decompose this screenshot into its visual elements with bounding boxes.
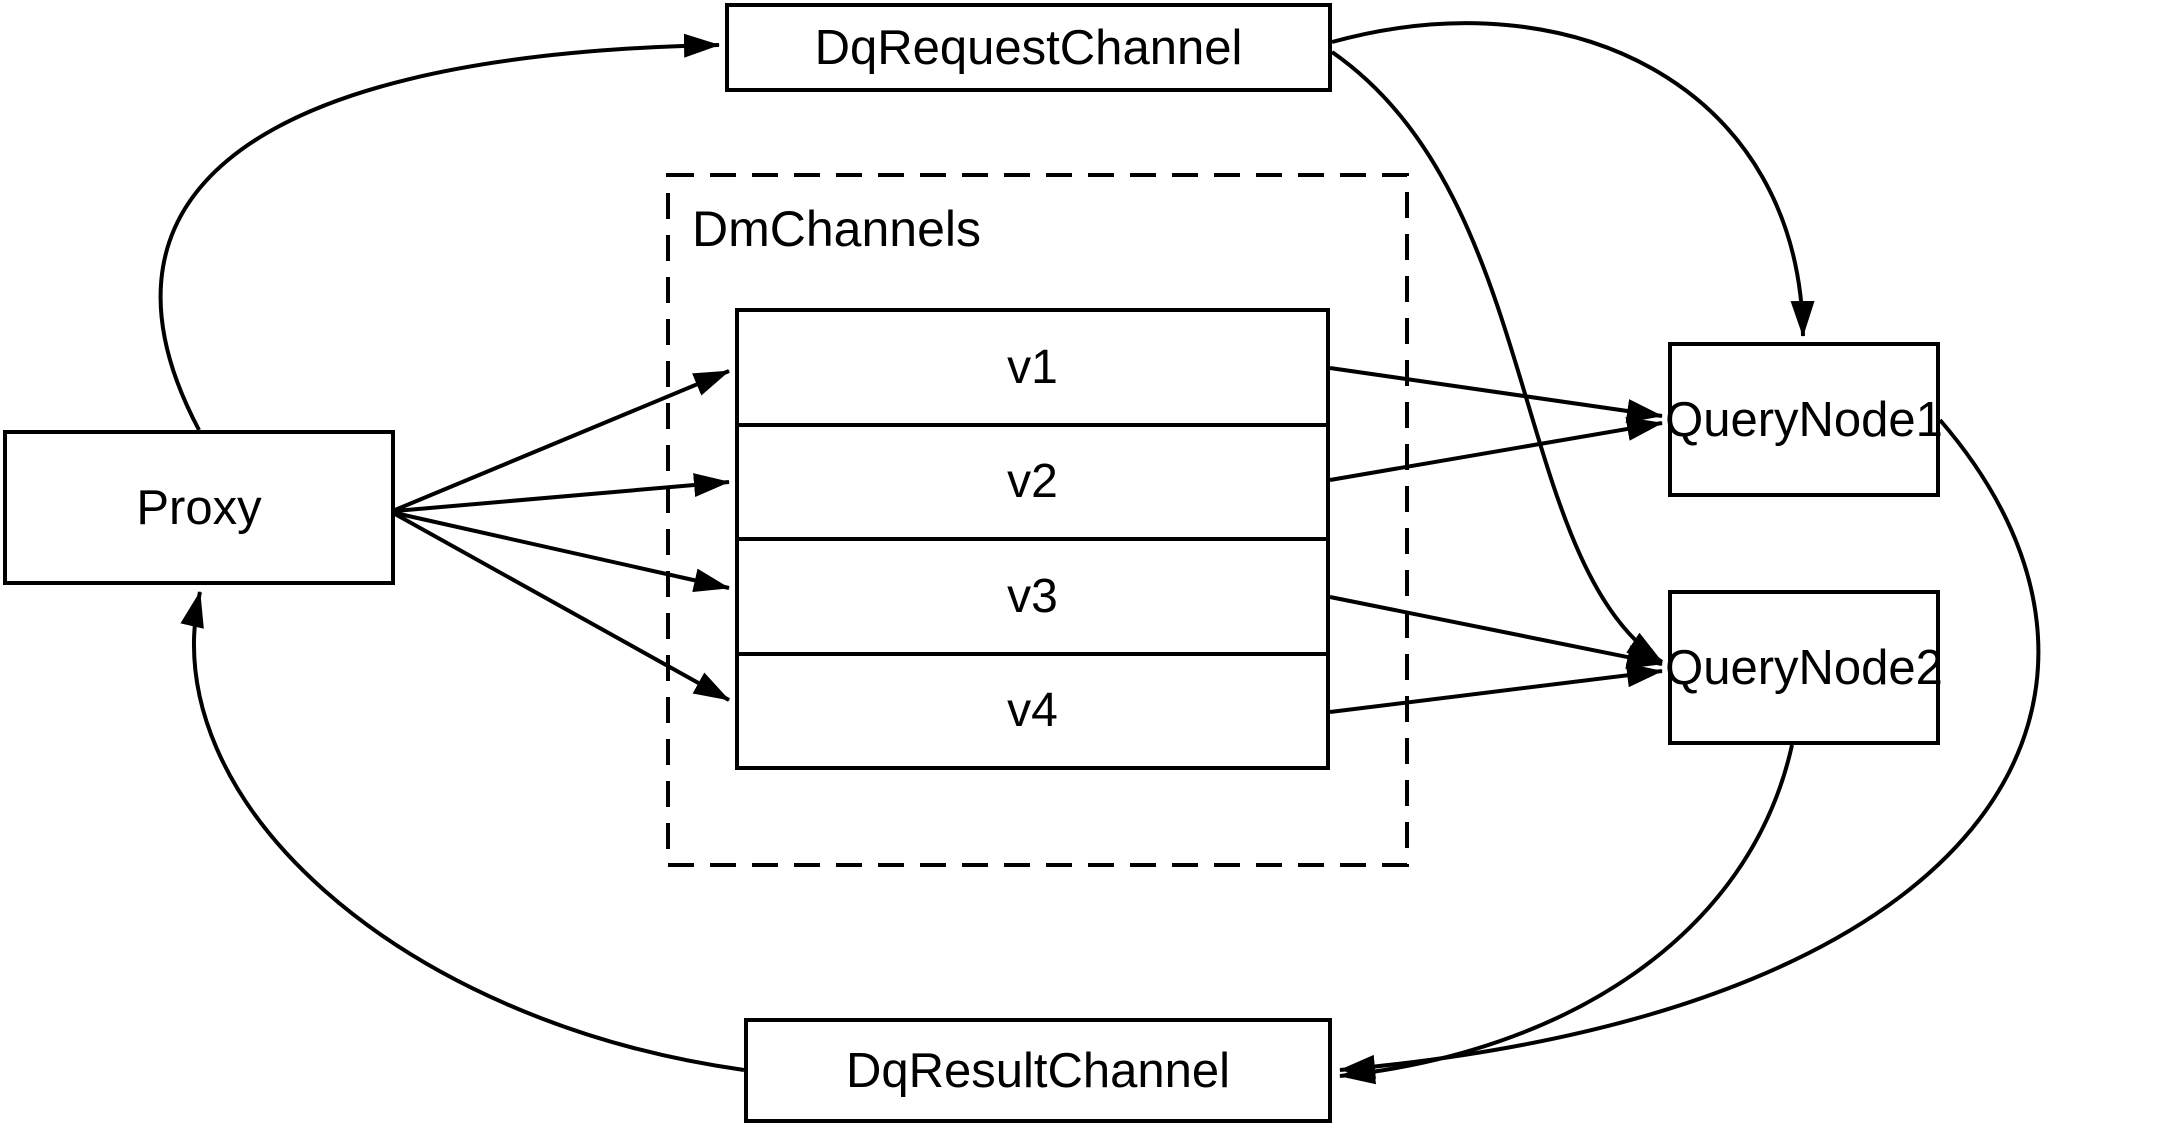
node-proxy: Proxy: [3, 430, 395, 585]
channel-row-v4: v4: [1007, 684, 1058, 738]
edge-v2-to-query-node-1: [1329, 417, 1663, 482]
edge-proxy-to-v2: [394, 473, 730, 513]
edge-query-node-2-to-dq-result-channel: [1339, 744, 1794, 1085]
node-dq-result-channel-label: DqResultChannel: [845, 1043, 1231, 1098]
node-dq-request-channel-label: DqRequestChannel: [814, 20, 1243, 75]
node-query-node-1: QueryNode1: [1665, 342, 1943, 497]
dm-channels-group-label: DmChannels: [692, 201, 982, 257]
edge-dq-request-channel-to-query-node-2: [1330, 50, 1664, 664]
edge-proxy-to-v4: [394, 512, 730, 702]
node-dq-result-channel: DqResultChannel: [744, 1018, 1332, 1123]
node-query-node-1-label: QueryNode1: [1665, 392, 1943, 447]
edge-dq-request-channel-to-query-node-1: [1331, 21, 1815, 337]
edge-proxy-to-v1: [394, 369, 730, 512]
channel-row-v1: v1: [739, 312, 1326, 427]
edge-query-node-1-to-dq-result-channel: [1339, 418, 2041, 1079]
edge-proxy-to-v3: [394, 511, 730, 593]
edge-v4-to-query-node-2: [1329, 663, 1663, 714]
channel-row-v3: v3: [739, 541, 1326, 656]
edge-v1-to-query-node-1: [1329, 366, 1663, 423]
node-query-node-2: QueryNode2: [1665, 590, 1943, 745]
edge-dq-result-channel-to-proxy: [180, 591, 745, 1072]
edge-proxy-to-dq-request-channel: [158, 33, 720, 431]
node-query-node-2-label: QueryNode2: [1665, 640, 1943, 695]
edge-v3-to-query-node-2: [1329, 595, 1663, 669]
channel-row-v2: v2: [739, 427, 1326, 541]
node-dq-request-channel: DqRequestChannel: [725, 3, 1332, 92]
dm-channels-stack: v1 v2 v3 v4: [735, 308, 1330, 770]
node-proxy-label: Proxy: [136, 480, 262, 535]
